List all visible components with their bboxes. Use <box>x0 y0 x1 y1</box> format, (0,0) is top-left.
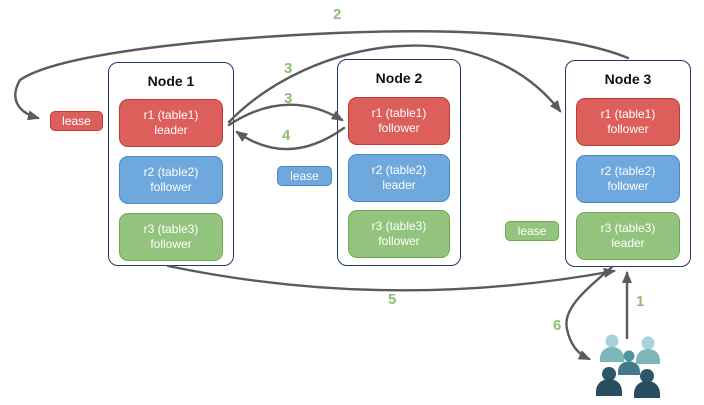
lease-badge-table3: lease <box>505 221 559 241</box>
node-2-replica-r1: r1 (table1) follower <box>348 97 450 145</box>
replica-role: leader <box>382 178 416 192</box>
replica-name: r1 (table1) <box>600 107 656 121</box>
arrow-step-4 <box>235 126 346 151</box>
step-label-5: 5 <box>388 291 397 308</box>
node-3-title: Node 3 <box>604 71 652 87</box>
replica-name: r2 (table2) <box>371 163 427 177</box>
node-1-replica-r3: r3 (table3) follower <box>119 213 223 261</box>
node-1-title: Node 1 <box>147 73 195 89</box>
step-label-1: 1 <box>636 293 645 310</box>
node-1-replica-r1: r1 (table1) leader <box>119 99 223 147</box>
replica-name: r1 (table1) <box>371 106 427 120</box>
replica-role: follower <box>150 180 192 194</box>
replica-role: follower <box>150 237 192 251</box>
replica-name: r1 (table1) <box>143 108 199 122</box>
node-1-replica-r2: r2 (table2) follower <box>119 156 223 204</box>
step-label-3b: 3 <box>284 90 293 107</box>
replica-role: leader <box>154 123 188 137</box>
node-2-replica-r2: r2 (table2) leader <box>348 154 450 202</box>
replica-role: follower <box>378 234 420 248</box>
node-3-replica-r2: r2 (table2) follower <box>576 155 680 203</box>
node-2-box: Node 2 r1 (table1) follower r2 (table2) … <box>337 59 461 266</box>
lease-badge-table1: lease <box>50 111 103 131</box>
replica-name: r3 (table3) <box>143 222 199 236</box>
step-label-4: 4 <box>282 127 291 144</box>
replica-role: follower <box>607 122 649 136</box>
replica-name: r3 (table3) <box>371 219 427 233</box>
node-2-replica-r3: r3 (table3) follower <box>348 210 450 258</box>
replica-name: r2 (table2) <box>143 165 199 179</box>
replica-name: r2 (table2) <box>600 164 656 178</box>
arrow-step-5 <box>166 264 616 292</box>
users-icon <box>596 334 660 398</box>
node-3-replica-r1: r1 (table1) follower <box>576 98 680 146</box>
arrow-step-3-to-node2 <box>227 103 344 127</box>
lease-badge-table2: lease <box>277 166 332 186</box>
step-label-3a: 3 <box>284 60 293 77</box>
node-3-replica-r3: r3 (table3) leader <box>576 212 680 260</box>
replica-role: follower <box>607 179 649 193</box>
replica-role: leader <box>611 236 645 250</box>
replica-role: follower <box>378 121 420 135</box>
step-label-2: 2 <box>333 6 342 23</box>
node-1-box: Node 1 r1 (table1) leader r2 (table2) fo… <box>108 62 234 266</box>
arrow-step-6 <box>565 265 614 361</box>
step-label-6: 6 <box>553 317 562 334</box>
replica-name: r3 (table3) <box>600 221 656 235</box>
node-3-box: Node 3 r1 (table1) follower r2 (table2) … <box>565 60 691 267</box>
node-2-title: Node 2 <box>375 70 423 86</box>
